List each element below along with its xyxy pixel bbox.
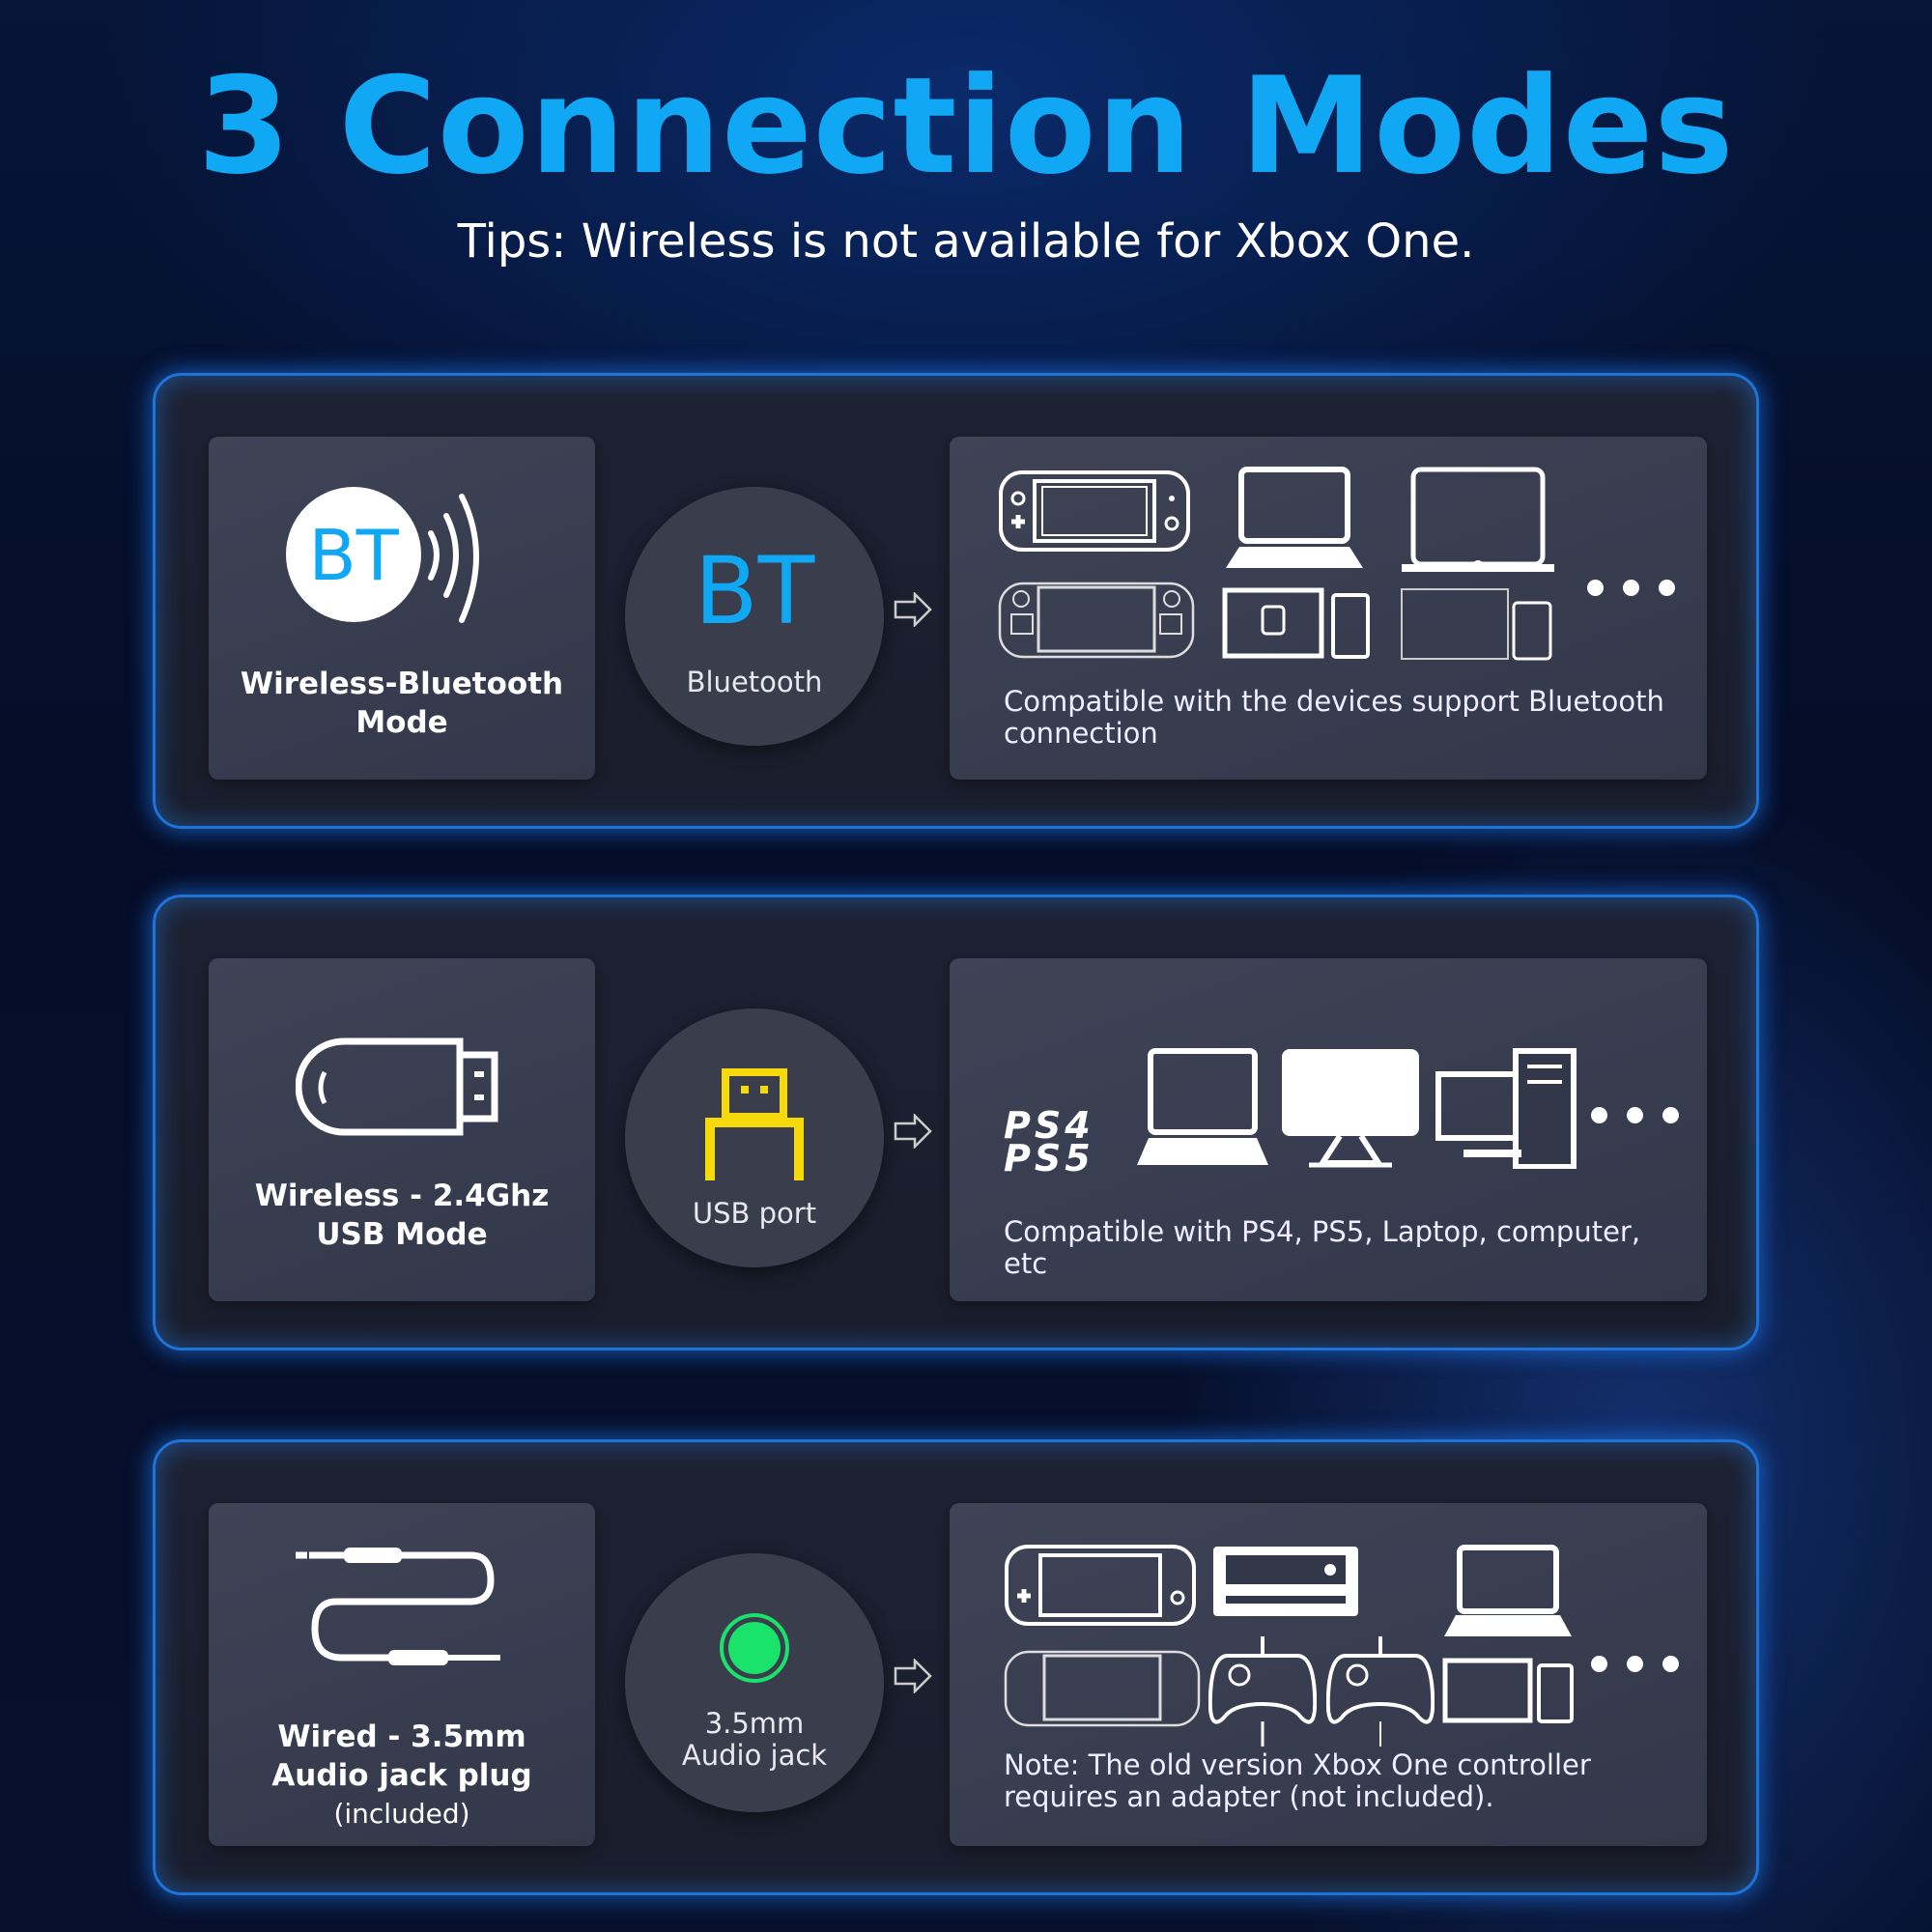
laptop-icon xyxy=(1444,1545,1572,1636)
tips-text: Tips: Wireless is not available for Xbox… xyxy=(457,214,1475,269)
compat-card: Compatible with the devices support Blue… xyxy=(950,437,1707,780)
device-icons xyxy=(998,466,1674,678)
laptop-icon xyxy=(1226,467,1363,568)
arrow-right-icon xyxy=(894,592,932,627)
desktop-computer-icon xyxy=(1435,1048,1577,1169)
bluetooth-signal-icon: BT xyxy=(286,487,479,623)
audio-jack-icon xyxy=(720,1613,789,1683)
playstation-logos: PS4 PS5 xyxy=(1004,1104,1094,1179)
more-devices-dots xyxy=(1591,1107,1698,1123)
connector-circle: BT Bluetooth xyxy=(625,487,884,746)
usb-controller-icon xyxy=(1208,1636,1317,1747)
ps4-logo: PS4 xyxy=(1004,1104,1094,1147)
tablet-android-icon xyxy=(1222,587,1370,659)
laptop-icon xyxy=(1137,1048,1268,1165)
monitor-icon xyxy=(1282,1049,1419,1168)
connector-circle: USB port xyxy=(625,1009,884,1267)
usb-port-icon xyxy=(705,1068,804,1180)
usb-dongle-icon xyxy=(296,1037,498,1136)
laptop-icon xyxy=(1402,467,1554,572)
more-devices-dots xyxy=(1587,580,1694,596)
tablet-phone-icon xyxy=(1401,588,1552,661)
connector-label: USB port xyxy=(692,1197,817,1230)
steam-deck-icon xyxy=(1004,1650,1201,1727)
compat-text: Compatible with the devices support Blue… xyxy=(1004,685,1664,750)
wired-controller-icon xyxy=(1326,1636,1435,1747)
steam-deck-icon xyxy=(998,582,1195,659)
tablet-phone-icon xyxy=(1442,1658,1574,1723)
switch-lite-icon xyxy=(999,470,1190,552)
svg-text:BT: BT xyxy=(308,515,399,596)
xbox-console-icon xyxy=(1213,1547,1358,1616)
compat-text: Compatible with PS4, PS5, Laptop, comput… xyxy=(1004,1215,1641,1280)
bt-badge-text: BT xyxy=(694,537,815,645)
compat-text: Note: The old version Xbox One controlle… xyxy=(1004,1748,1591,1813)
page-title: 3 Connection Modes xyxy=(197,48,1735,204)
arrow-right-icon xyxy=(894,1114,932,1149)
connector-label: Bluetooth xyxy=(686,666,823,698)
switch-lite-icon xyxy=(1005,1545,1196,1626)
compat-card: PS4 PS5 Compatible with PS4, PS5, Laptop… xyxy=(950,958,1707,1301)
ps5-logo: PS5 xyxy=(1004,1137,1094,1179)
compat-card: Note: The old version Xbox One controlle… xyxy=(950,1503,1707,1846)
audio-cable-icon xyxy=(296,1548,500,1665)
more-devices-dots xyxy=(1591,1656,1698,1672)
arrow-right-icon xyxy=(894,1659,932,1693)
